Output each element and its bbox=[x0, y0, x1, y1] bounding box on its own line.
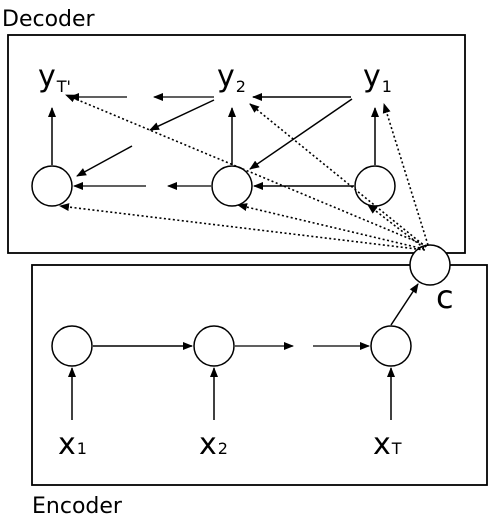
arrow-y1-to-h2 bbox=[249, 98, 353, 170]
context-node bbox=[409, 244, 451, 286]
encoder-node-2 bbox=[193, 325, 235, 367]
dotted-c-to-y1 bbox=[382, 103, 429, 246]
dotted-c-to-y2 bbox=[249, 103, 427, 248]
decoder-node-2 bbox=[211, 165, 253, 207]
input-label-xt: xT bbox=[373, 427, 402, 462]
output-label-ytp: yT' bbox=[38, 59, 71, 96]
decoder-node-t-prime bbox=[31, 165, 73, 207]
encoder-title: Encoder bbox=[32, 494, 123, 517]
context-label: c bbox=[436, 278, 454, 316]
decoder-box bbox=[7, 34, 466, 254]
dotted-c-to-h1 bbox=[367, 204, 425, 249]
encoder-node-t bbox=[370, 325, 412, 367]
dotted-c-to-h2 bbox=[237, 203, 425, 250]
arrow-y2-to-dots-diag bbox=[149, 99, 215, 131]
arrow-dots-to-htp bbox=[76, 145, 133, 177]
arrow-ht-to-c bbox=[390, 283, 419, 326]
decoder-node-1 bbox=[354, 165, 396, 207]
input-label-x1: x1 bbox=[58, 427, 87, 462]
dotted-c-to-htp bbox=[59, 203, 426, 251]
context-connections bbox=[59, 94, 429, 251]
output-label-y1: y1 bbox=[363, 59, 392, 96]
decoder-title: Decoder bbox=[2, 7, 96, 32]
output-label-y2: y2 bbox=[217, 59, 246, 96]
encoder-box bbox=[31, 264, 488, 486]
input-label-x2: x2 bbox=[199, 427, 228, 462]
encoder-node-1 bbox=[51, 325, 93, 367]
